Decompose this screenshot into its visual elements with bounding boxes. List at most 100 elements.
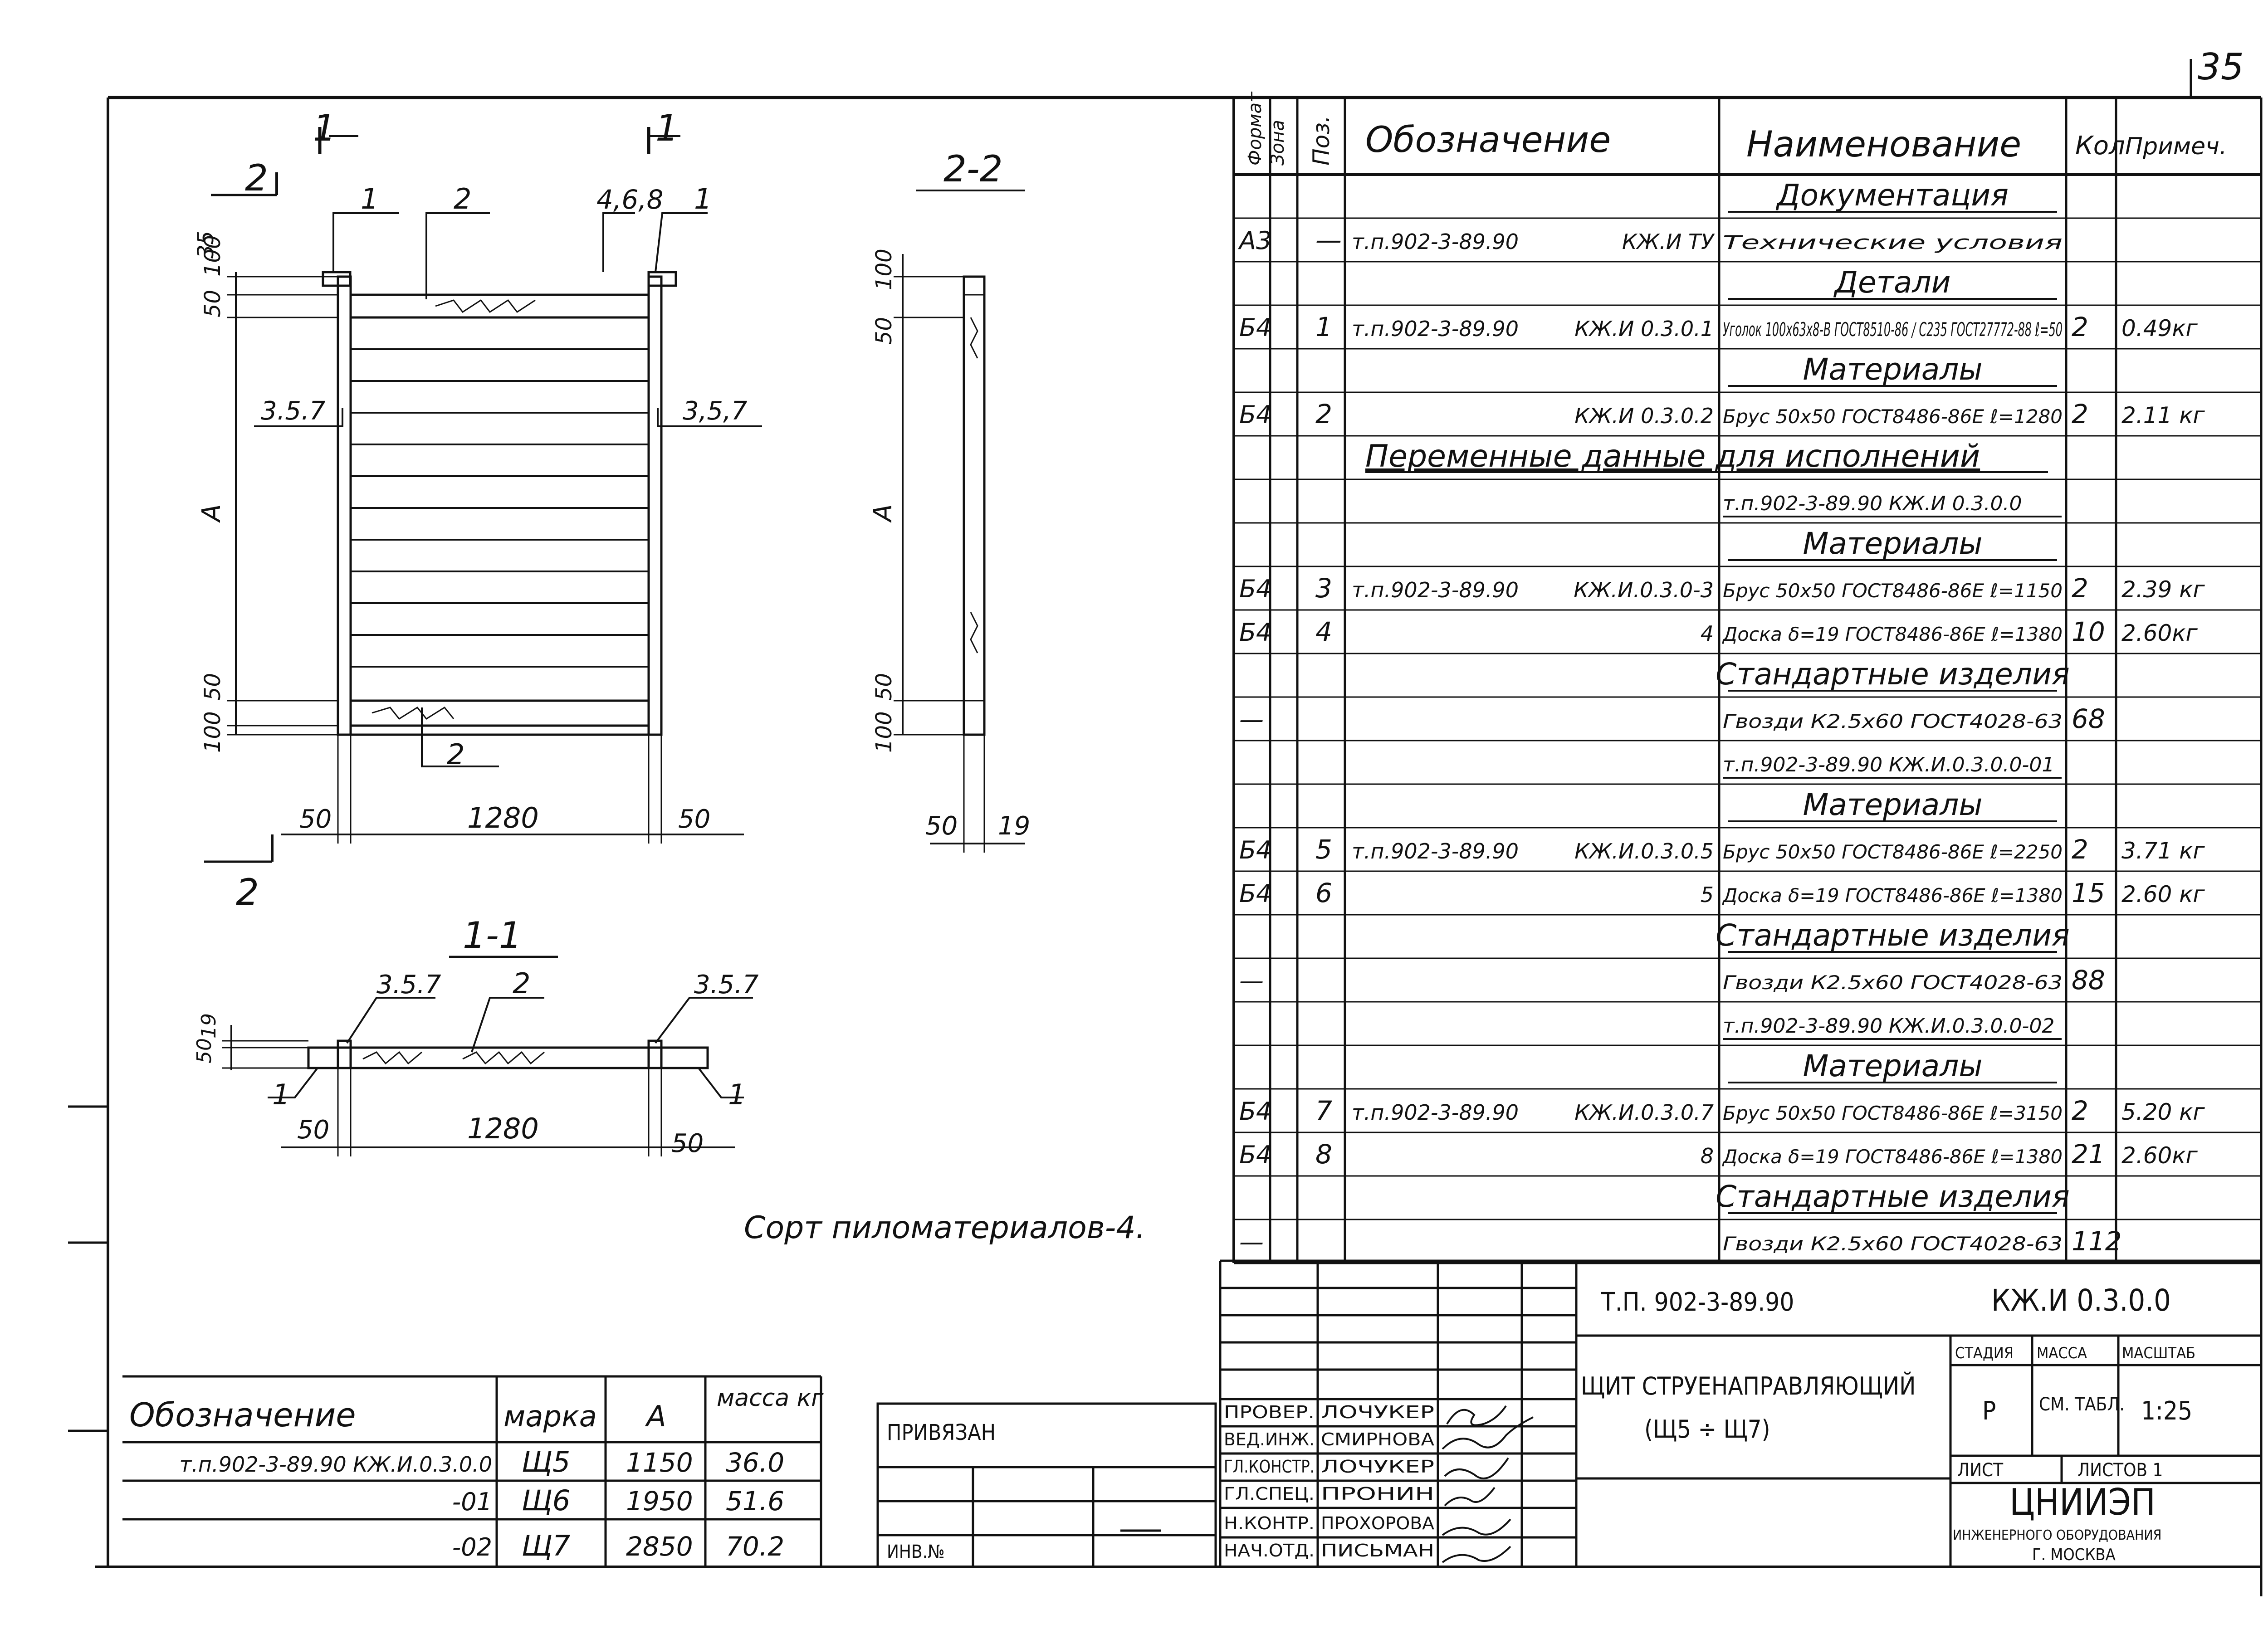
spec-cell-pos: 4 xyxy=(1315,616,1332,647)
variants-cell-designation: -01 xyxy=(452,1488,492,1516)
pos-label-2-bottom: 2 xyxy=(447,738,464,771)
title-role-row: ГЛ.КОНСТР.ЛОЧУКЕР xyxy=(1224,1457,1434,1477)
pos-label-1-right: 1 xyxy=(694,182,712,215)
dim-50-right: 50 xyxy=(678,805,710,834)
mass-label: МАССА xyxy=(2037,1344,2087,1362)
spec-cell-designation-code: КЖ.И.0.3.0.7 xyxy=(1574,1100,1714,1125)
spec-row: Материалы xyxy=(1728,1049,2057,1083)
binding-privyazan: ПРИВЯЗАН xyxy=(887,1420,996,1445)
spec-cell-pos: 8 xyxy=(1315,1139,1332,1170)
dim-1280-s11: 1280 xyxy=(467,1112,539,1145)
spec-row: т.п.902-3-89.90 КЖ.И 0.3.0.0 xyxy=(1723,492,2062,517)
project-code: Т.П. 902-3-89.90 xyxy=(1601,1288,1794,1317)
spec-header: Формат Зона Поз. Обозначение Наименовани… xyxy=(1245,91,2227,166)
spec-cell-qty: 15 xyxy=(2072,878,2105,908)
spec-row: Документация xyxy=(1728,178,2057,213)
title-line2: (Щ5 ÷ Щ7) xyxy=(1644,1415,1770,1444)
spec-cell-format: Б4 xyxy=(1239,836,1271,864)
spec-cell-name: Доска δ=19 ГОСТ8486-86Е ℓ=1380 xyxy=(1722,623,2063,645)
dim-50-bottom: 50 xyxy=(200,673,225,701)
spec-section-heading: Материалы xyxy=(1803,352,1983,387)
spec-cell-qty: 112 xyxy=(2072,1226,2122,1257)
spec-cell-name: Доска δ=19 ГОСТ8486-86Е ℓ=1380 xyxy=(1722,884,2063,907)
variants-cell-mark: Щ5 xyxy=(522,1445,570,1478)
spec-cell-format: Б4 xyxy=(1239,400,1271,429)
section-2-2-marker-bottom: 2 xyxy=(236,871,259,913)
spec-cell-note: 2.39 кг xyxy=(2121,576,2205,603)
title-role: ГЛ.КОНСТР. xyxy=(1224,1457,1315,1477)
variants-cell-a: 1150 xyxy=(626,1447,693,1478)
elevation-labels: 1 1 2 2 1 2 4,6,8 1 3.5.7 3,5,7 2 35 50 … xyxy=(193,107,748,913)
spec-cell-designation-code: 5 xyxy=(1701,883,1714,907)
spec-row: Стандартные изделия xyxy=(1716,657,2070,692)
spec-header-qty: Кол xyxy=(2075,131,2125,161)
dim-50-s11: 50 xyxy=(193,1038,216,1063)
spec-variant-ref: т.п.902-3-89.90 КЖ.И 0.3.0.0 xyxy=(1723,492,2022,515)
title-role-row: ГЛ.СПЕЦ.ПРОНИН xyxy=(1224,1484,1434,1504)
variants-header-a: A xyxy=(645,1400,666,1434)
title-role: ПРОВЕР. xyxy=(1224,1402,1315,1422)
title-role-row: ВЕД.ИНЖ.СМИРНОВА xyxy=(1224,1429,1435,1449)
section-2-2-marker-top: 2 xyxy=(245,157,268,199)
pos-label-468: 4,6,8 xyxy=(596,184,664,215)
spec-cell-designation-code: 4 xyxy=(1701,621,1714,646)
spec-cell-designation: т.п.902-3-89.90 xyxy=(1352,839,1519,863)
spec-section-heading: Стандартные изделия xyxy=(1716,657,2069,692)
spec-cell-name: Брус 50х50 ГОСТ8486-86Е ℓ=2250 xyxy=(1723,841,2063,863)
spec-cell-name: Гвозди К2.5х60 ГОСТ4028-63 xyxy=(1723,1233,2063,1255)
spec-section-heading: Материалы xyxy=(1803,787,1983,822)
spec-table: Формат Зона Поз. Обозначение Наименовани… xyxy=(1232,91,2263,1264)
section-2-2-title: 2-2 xyxy=(943,148,1003,190)
title-role-name: ПИСЬМАН xyxy=(1321,1541,1434,1561)
title-role: Н.КОНТР. xyxy=(1224,1513,1315,1533)
title-line1: ЩИТ СТРУЕНАПРАВЛЯЮЩИЙ xyxy=(1581,1372,1916,1400)
title-role-row: Н.КОНТР.ПРОХОРОВА xyxy=(1224,1513,1435,1533)
pos-label-2-s11: 2 xyxy=(513,967,530,1000)
dim-a-s22: A xyxy=(868,504,898,523)
spec-variant-ref: т.п.902-3-89.90 КЖ.И.0.3.0.0-02 xyxy=(1723,1015,2054,1038)
dim-100-bottom: 100 xyxy=(200,711,225,753)
binding-inv-number: ИНВ.№ xyxy=(887,1541,945,1562)
spec-cell-format: — xyxy=(1239,1228,1264,1256)
spec-row: т.п.902-3-89.90 КЖ.И.0.3.0.0-01 xyxy=(1723,753,2062,779)
spec-row: Переменные данные для исполнений xyxy=(1365,439,2048,474)
section-2-2-labels: 2-2 100 50 A 50 100 50 19 xyxy=(868,148,1030,841)
elevation-view xyxy=(204,127,762,863)
dim-50-s22-top: 50 xyxy=(871,317,897,345)
spec-header-format: Формат xyxy=(1245,91,1266,166)
variants-cell-designation: т.п.902-3-89.90 КЖ.И.0.3.0.0 xyxy=(180,1452,492,1477)
spec-section-heading: Стандартные изделия xyxy=(1716,918,2069,953)
dim-100-s22-top: 100 xyxy=(871,249,897,290)
pos-label-357-s11-right: 3.5.7 xyxy=(694,970,759,1000)
spec-cell-note: 0.49кг xyxy=(2121,315,2198,341)
spec-cell-designation-code: КЖ.И.0.3.0.5 xyxy=(1574,839,1714,863)
org-city: Г. МОСКВА xyxy=(2032,1546,2116,1564)
spec-cell-qty: 2 xyxy=(2072,573,2088,604)
spec-cell-format: Б4 xyxy=(1239,1097,1271,1126)
spec-span-heading: Переменные данные для исполнений xyxy=(1365,439,1980,474)
spec-cell-name: Уголок 100х63х8-В ГОСТ8510-86 / С235 ГОС… xyxy=(1723,318,2063,341)
spec-cell-format: Б4 xyxy=(1239,575,1271,603)
spec-cell-note: 2.60кг xyxy=(2121,1142,2198,1169)
variants-cell-mass: 70.2 xyxy=(726,1531,784,1562)
spec-row: — Гвозди К2.5х60 ГОСТ4028-63 112 xyxy=(1239,1226,2122,1257)
spec-cell-name: Брус 50х50 ГОСТ8486-86Е ℓ=1150 xyxy=(1723,580,2063,602)
spec-cell-designation: т.п.902-3-89.90 xyxy=(1352,317,1519,341)
spec-cell-designation: т.п.902-3-89.90 xyxy=(1352,229,1519,254)
dim-100-s22-bottom: 100 xyxy=(871,711,897,753)
spec-cell-name: Технические условия xyxy=(1723,231,2063,254)
spec-cell-designation-code: КЖ.И ТУ xyxy=(1622,229,1715,254)
spec-cell-qty: 88 xyxy=(2072,965,2105,995)
spec-cell-pos: 1 xyxy=(1315,312,1332,342)
spec-cell-format: — xyxy=(1239,966,1264,995)
spec-cell-designation: т.п.902-3-89.90 xyxy=(1352,578,1519,602)
spec-row: Стандартные изделия xyxy=(1716,1179,2070,1214)
dim-19-s22: 19 xyxy=(998,811,1030,841)
